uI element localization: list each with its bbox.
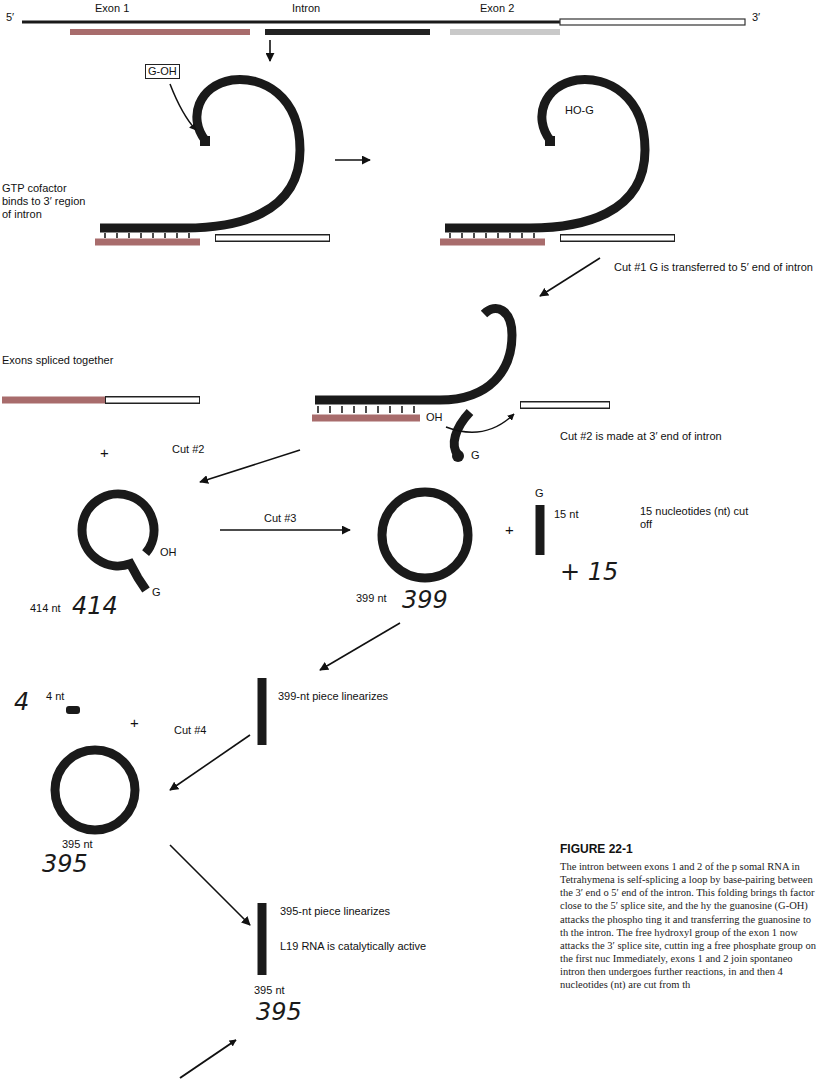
stage-label: G-OH	[145, 64, 180, 79]
exon-strand	[106, 398, 199, 403]
handwritten-number: 4	[14, 690, 29, 714]
linear-rna	[258, 678, 267, 745]
rna-fragment	[66, 706, 80, 714]
handwritten-number: 395	[256, 1000, 302, 1024]
stage-label: 5′	[6, 11, 14, 24]
circular-rna	[55, 750, 135, 830]
exon-strand	[560, 19, 745, 25]
reaction-arrow	[170, 845, 250, 925]
rna-stage: OH G 414 nt 414	[20, 482, 220, 627]
rna-stage: 399 nt 399	[350, 485, 500, 623]
exon-strand	[215, 234, 330, 242]
plus-sign: +	[505, 522, 514, 537]
handwritten-number: 414	[72, 594, 118, 618]
base-pairs	[450, 233, 534, 238]
stage-label: Intron	[292, 2, 320, 15]
rna-stage: Exons spliced together	[0, 350, 220, 416]
reaction-arrow	[320, 623, 400, 670]
stage-label: 399 nt	[356, 592, 387, 605]
intron-strand	[454, 412, 470, 455]
cut-label: Cut #2	[170, 443, 206, 456]
intron-loop	[82, 494, 154, 590]
exon-strand	[2, 397, 105, 404]
base-pairs	[318, 406, 414, 413]
stage-label: G	[471, 449, 480, 462]
circular-rna	[382, 492, 468, 578]
stage-label: L19 RNA is catalytically active	[280, 940, 440, 953]
attack-arrow	[170, 84, 196, 130]
intron-strand	[445, 79, 645, 228]
plus-sign: +	[100, 445, 109, 460]
cut-label: Cut #1 G is transferred to 5′ end of int…	[612, 261, 821, 274]
handwritten-number: 395	[42, 852, 88, 876]
stage-label: 395 nt	[62, 838, 93, 851]
stage-label: 4 nt	[46, 690, 64, 703]
cut-label: Cut #3	[262, 512, 298, 525]
linear-rna	[258, 903, 267, 975]
splice-site	[200, 136, 210, 146]
exon-strand	[105, 396, 200, 404]
figure-number: FIGURE 22-1	[560, 842, 633, 856]
exon-strand	[520, 401, 610, 409]
stage-label: GTP cofactor binds to 3′ region of intro…	[2, 182, 92, 222]
stage-label: 414 nt	[30, 602, 61, 615]
attack-arrow	[446, 414, 514, 432]
stage-label: Cut #2 is made at 3′ end of intron	[560, 430, 770, 443]
intron-strand	[100, 79, 300, 228]
exon-strand	[95, 239, 200, 246]
stage-label: Exon 1	[95, 2, 129, 15]
rna-strand	[22, 21, 560, 24]
reaction-arrow	[200, 450, 300, 482]
stage-label: 399-nt piece linearizes	[278, 690, 393, 703]
stage-label: Exon 2	[480, 2, 514, 15]
stage-label: OH	[426, 411, 443, 424]
handwritten-number: 399	[402, 588, 448, 612]
exon-strand	[521, 403, 609, 408]
rna-stage: 395-nt piece linearizesL19 RNA is cataly…	[250, 895, 450, 1035]
rna-fragment	[536, 505, 545, 555]
stage-label: G	[535, 487, 544, 500]
reaction-arrow	[170, 735, 250, 790]
exon-strand	[560, 234, 675, 242]
stage-label: 395 nt	[254, 984, 285, 997]
plus-sign: +	[130, 715, 139, 730]
rna-stage: OH G Cut #2 is made at 3′ end of intron	[300, 296, 780, 470]
handwritten-number: + 15	[560, 560, 618, 584]
figure-caption: The intron between exons 1 and 2 of the …	[560, 860, 818, 991]
rna-stage: 399-nt piece linearizes	[250, 670, 400, 750]
intron-bar	[265, 29, 430, 35]
rna-stage: HO-G	[370, 62, 740, 258]
guanosine	[452, 450, 464, 462]
stage-label: 15 nucleotides (nt) cut off	[640, 505, 760, 531]
exon-strand	[561, 236, 674, 241]
stage-label: G	[152, 586, 161, 599]
hand-arrow	[180, 1040, 236, 1078]
rna-stage: G-OH GTP cofactor binds to 3′ region of i…	[0, 61, 335, 258]
reaction-arrow	[335, 159, 370, 161]
exon-strand	[216, 236, 329, 241]
stage-label: Exons spliced together	[2, 354, 113, 367]
reaction-arrow	[540, 258, 600, 296]
stage-label: OH	[160, 546, 177, 559]
reaction-arrow	[269, 40, 271, 61]
base-pairs	[105, 233, 189, 238]
exon-bar	[450, 29, 560, 35]
splice-site	[545, 136, 555, 146]
rna-stage: 4 4 nt	[10, 687, 125, 728]
intron-strand	[315, 309, 512, 400]
rna-stage: 395 nt395	[20, 740, 170, 882]
rna-stage: 5′ Exon 1 Intron Exon 2 3′	[3, 0, 772, 40]
stage-label: 3′	[752, 11, 760, 24]
stage-label: 15 nt	[554, 508, 578, 521]
cut-label: Cut #4	[172, 724, 208, 737]
exon-bar	[70, 29, 250, 35]
rna-stage: G 15 nt 15 nucleotides (nt) cut off + 15	[520, 480, 820, 600]
stage-label: 395-nt piece linearizes	[280, 905, 440, 918]
reaction-arrow	[220, 529, 350, 531]
exon-strand	[312, 415, 420, 422]
stage-label: HO-G	[565, 104, 594, 117]
exon-strand	[440, 239, 545, 246]
